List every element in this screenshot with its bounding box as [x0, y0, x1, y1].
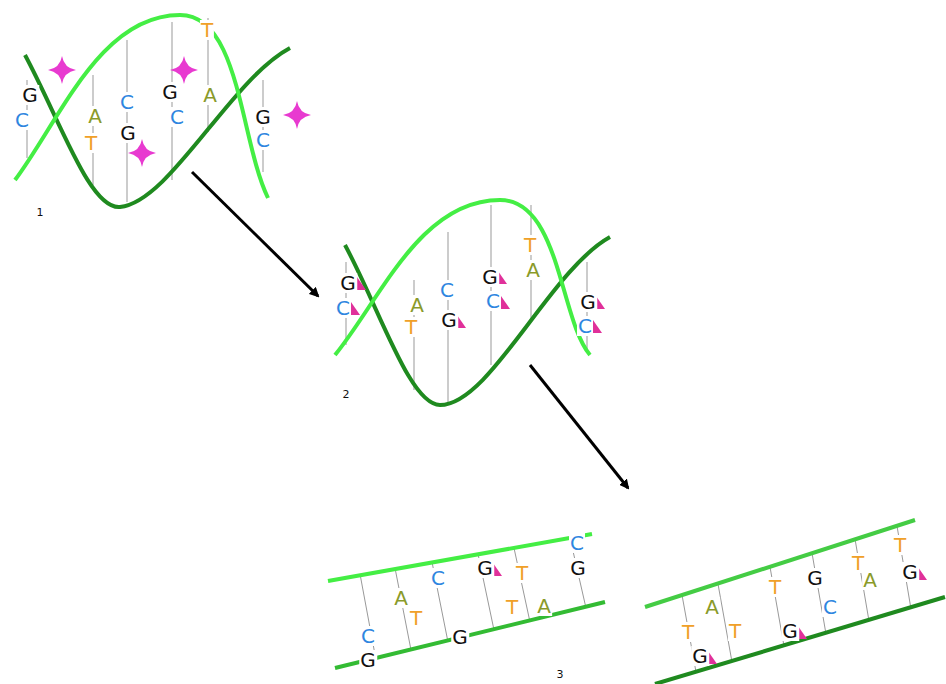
base-letter: C — [169, 107, 185, 127]
panel-number: 2 — [342, 389, 351, 400]
base-letter: G — [481, 267, 499, 287]
base-letter: A — [409, 295, 425, 315]
dna-helix — [15, 15, 290, 207]
base-letter: T — [505, 597, 519, 617]
base-letter: C — [255, 130, 271, 150]
dna-helix — [335, 200, 610, 405]
methyl-group — [351, 271, 927, 664]
base-letter: T — [893, 535, 907, 555]
base-letter: C — [569, 533, 585, 553]
base-letter: G — [569, 558, 587, 578]
base-letter: G — [781, 621, 799, 641]
dna-strands — [328, 520, 945, 684]
base-letter: C — [430, 568, 446, 588]
base-letter: C — [439, 280, 455, 300]
base-letter: G — [161, 82, 179, 102]
base-letter: G — [254, 107, 272, 127]
base-letter: T — [728, 621, 742, 641]
base-letter: G — [451, 627, 469, 647]
process-arrow — [530, 365, 628, 488]
base-letter: G — [339, 273, 357, 293]
base-letter: A — [202, 85, 218, 105]
base-letter: C — [119, 92, 135, 112]
base-letter: C — [360, 626, 376, 646]
base-letter: G — [359, 650, 377, 670]
base-letter: G — [119, 123, 137, 143]
base-letter: C — [335, 298, 351, 318]
base-letter: G — [579, 292, 597, 312]
base-letter: A — [704, 597, 720, 617]
panel-number: 1 — [36, 207, 45, 218]
base-letter: T — [681, 622, 695, 642]
base-letter: A — [536, 596, 552, 616]
base-letter: A — [393, 588, 409, 608]
base-letter: T — [404, 317, 418, 337]
methyl-donor-star — [48, 56, 311, 167]
base-letter: C — [14, 110, 30, 130]
base-letter: T — [515, 563, 529, 583]
process-arrow — [192, 172, 318, 296]
base-letter: T — [523, 235, 537, 255]
base-letter: G — [440, 310, 458, 330]
base-letter: T — [409, 608, 423, 628]
base-letter: C — [485, 291, 501, 311]
base-letter: C — [822, 597, 838, 617]
base-letter: T — [768, 577, 782, 597]
base-letter: G — [806, 568, 824, 588]
base-letter: G — [691, 646, 709, 666]
base-letter: A — [862, 570, 878, 590]
base-letter: C — [577, 316, 593, 336]
base-letter: A — [87, 106, 103, 126]
base-letter: T — [200, 20, 214, 40]
base-letter: A — [525, 260, 541, 280]
base-letter: G — [21, 85, 39, 105]
base-letter: G — [901, 562, 919, 582]
panel-number: 3 — [556, 669, 565, 680]
base-letter: T — [84, 133, 98, 153]
base-letter: G — [476, 558, 494, 578]
